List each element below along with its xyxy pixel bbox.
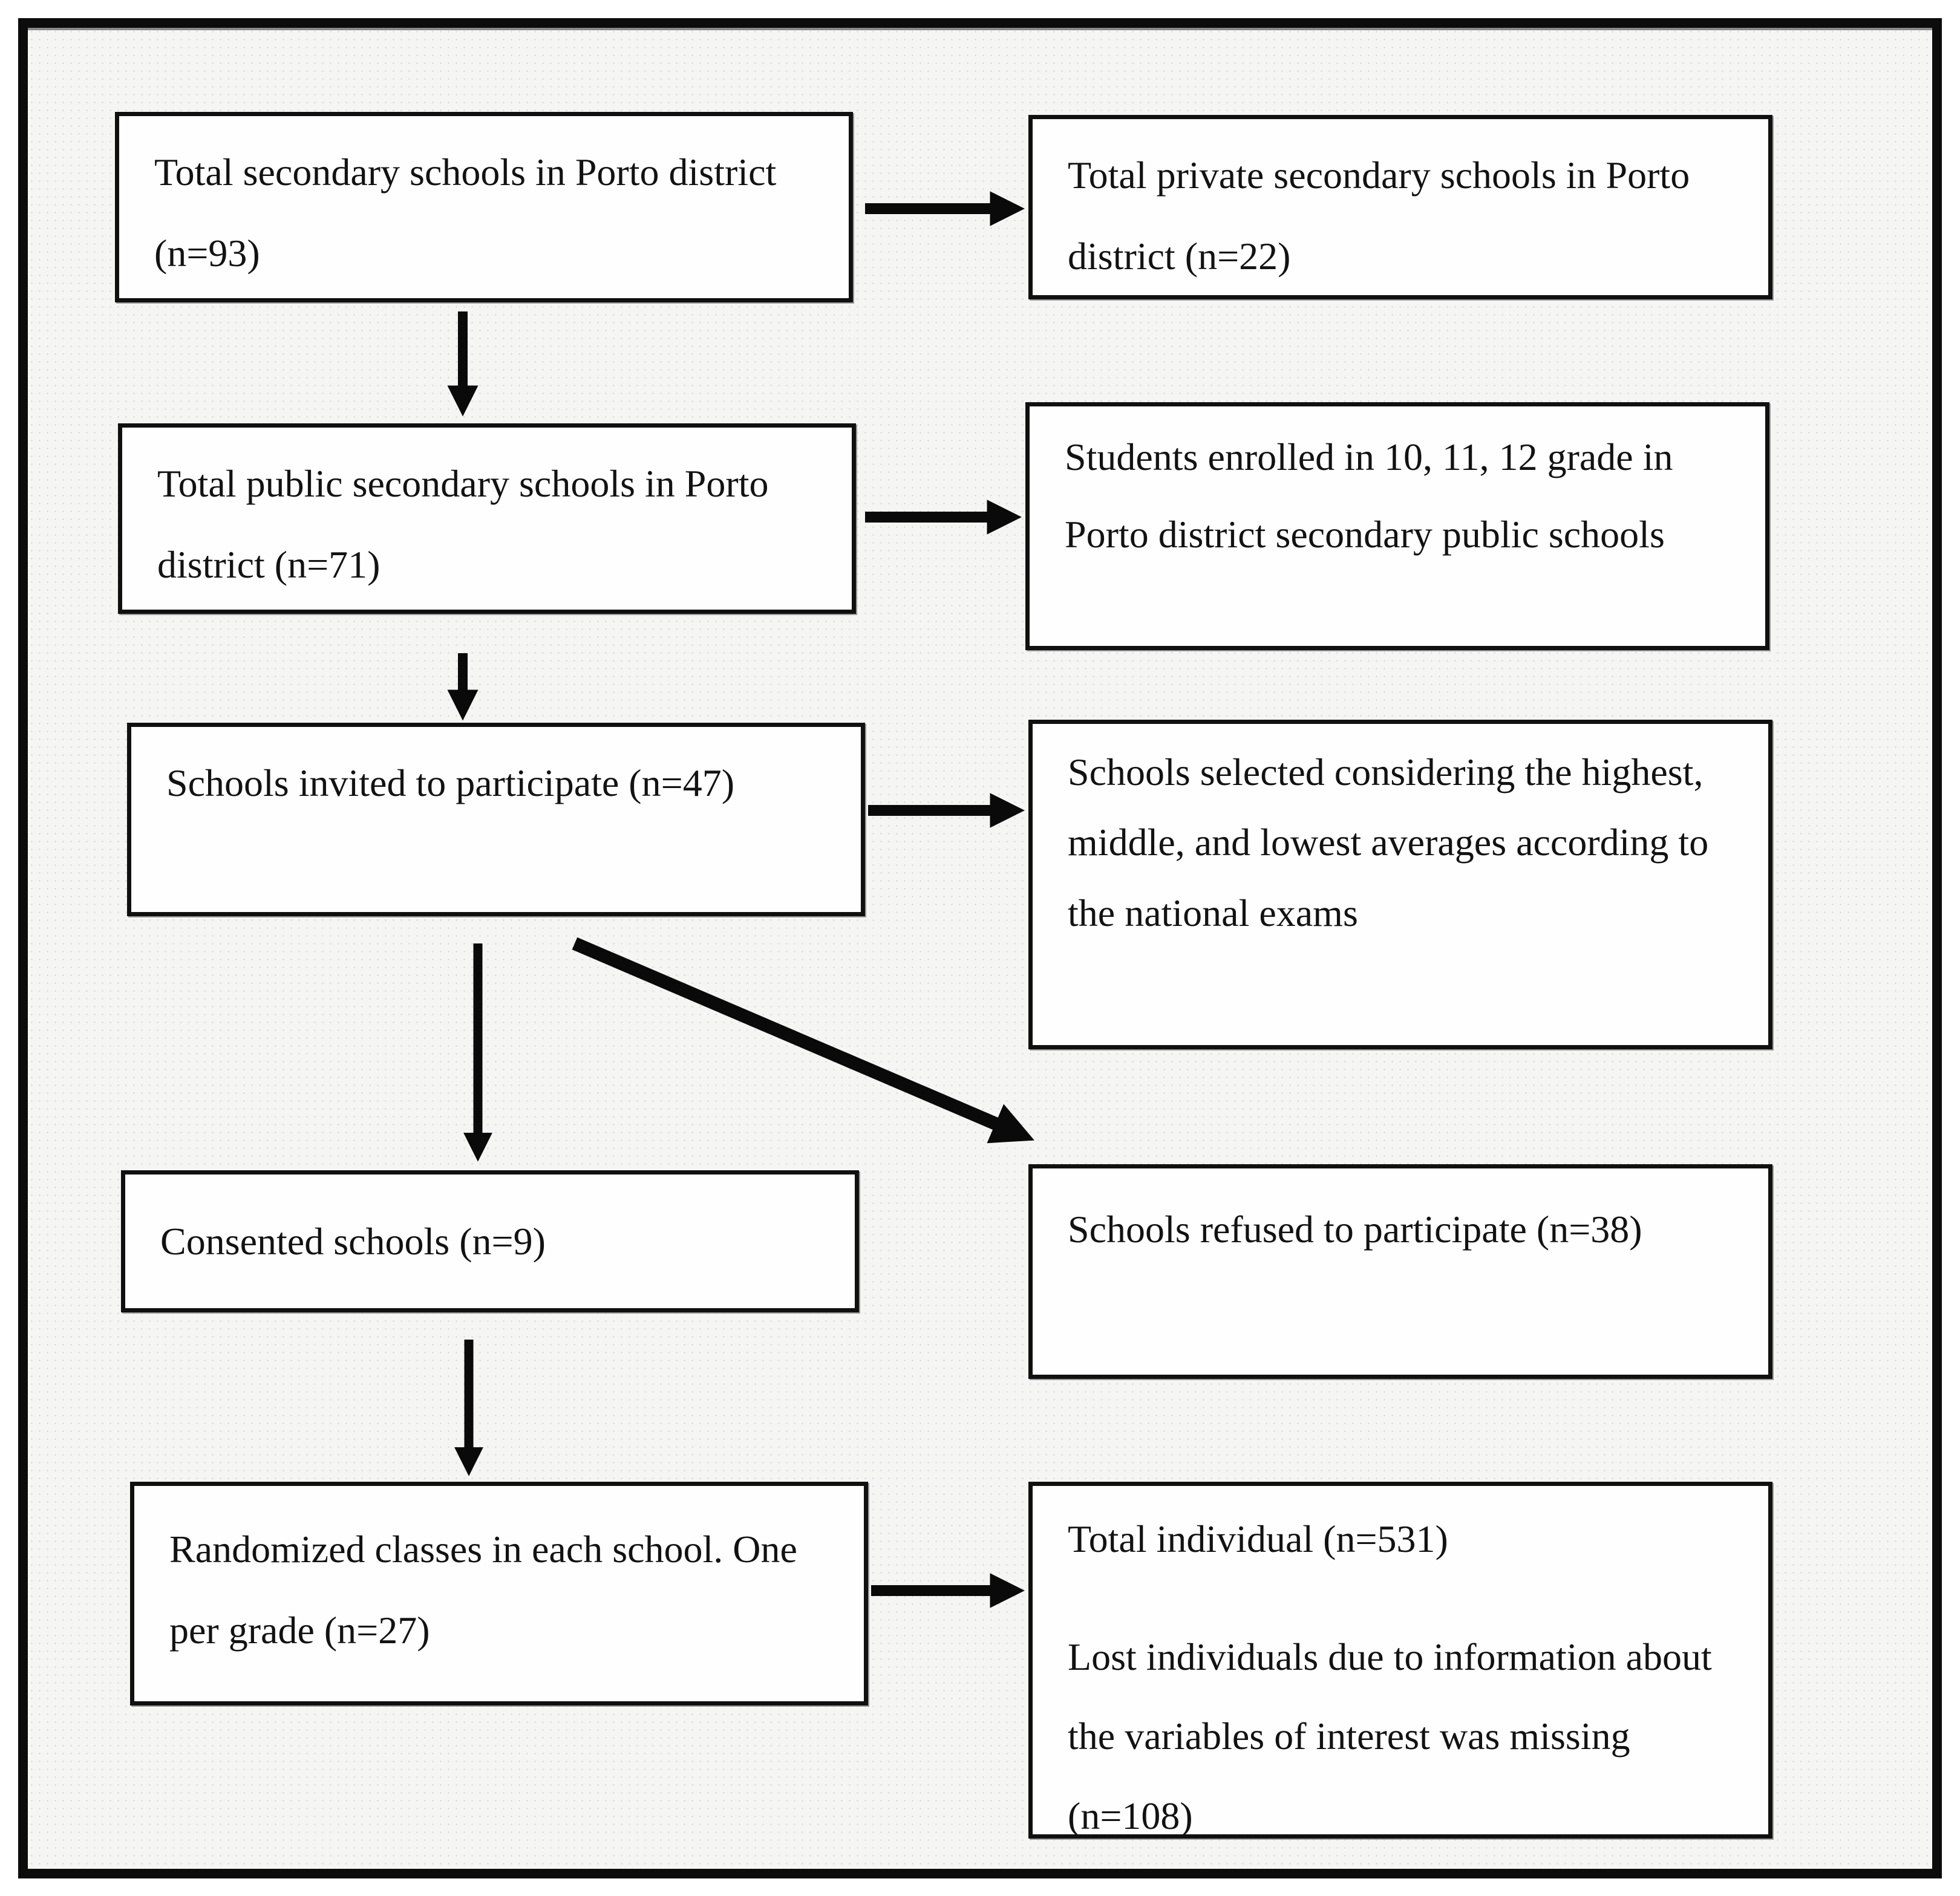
flow-box-text: Total private secondary schools in Porto…: [1068, 154, 1690, 278]
flow-box-schools-refused: Schools refused to participate (n=38): [1028, 1164, 1772, 1379]
flow-box-text: Randomized classes in each school. One p…: [169, 1528, 797, 1652]
flow-box-text: Total secondary schools in Porto distric…: [154, 151, 777, 275]
flow-box-total-individuals: Total individual (n=531) Lost individual…: [1028, 1482, 1772, 1839]
flow-box-schools-selected: Schools selected considering the highest…: [1028, 720, 1772, 1049]
flow-box-schools-invited: Schools invited to participate (n=47): [127, 723, 865, 916]
flow-box-students-enrolled: Students enrolled in 10, 11, 12 grade in…: [1025, 402, 1769, 650]
flow-box-text: Schools invited to participate (n=47): [166, 761, 734, 804]
flow-box-text: Total public secondary schools in Porto …: [157, 462, 769, 587]
flow-box-consented-schools: Consented schools (n=9): [121, 1170, 859, 1312]
flow-box-text-line1: Total individual (n=531): [1068, 1517, 1448, 1560]
flow-box-public-secondary-schools: Total public secondary schools in Porto …: [118, 423, 856, 614]
flow-box-text: Schools refused to participate (n=38): [1068, 1208, 1642, 1251]
flow-box-randomized-classes: Randomized classes in each school. One p…: [130, 1482, 868, 1705]
flow-box-text: Consented schools (n=9): [160, 1220, 546, 1263]
arrow-diagonal-invited-to-refused: [572, 937, 1035, 1144]
flow-box-text: Students enrolled in 10, 11, 12 grade in…: [1065, 435, 1673, 556]
flow-box-text-line2: Lost individuals due to information abou…: [1068, 1635, 1712, 1837]
flow-box-private-secondary-schools: Total private secondary schools in Porto…: [1028, 115, 1772, 299]
flow-box-total-secondary-schools: Total secondary schools in Porto distric…: [115, 112, 853, 302]
flow-box-text: Schools selected considering the highest…: [1068, 751, 1709, 934]
